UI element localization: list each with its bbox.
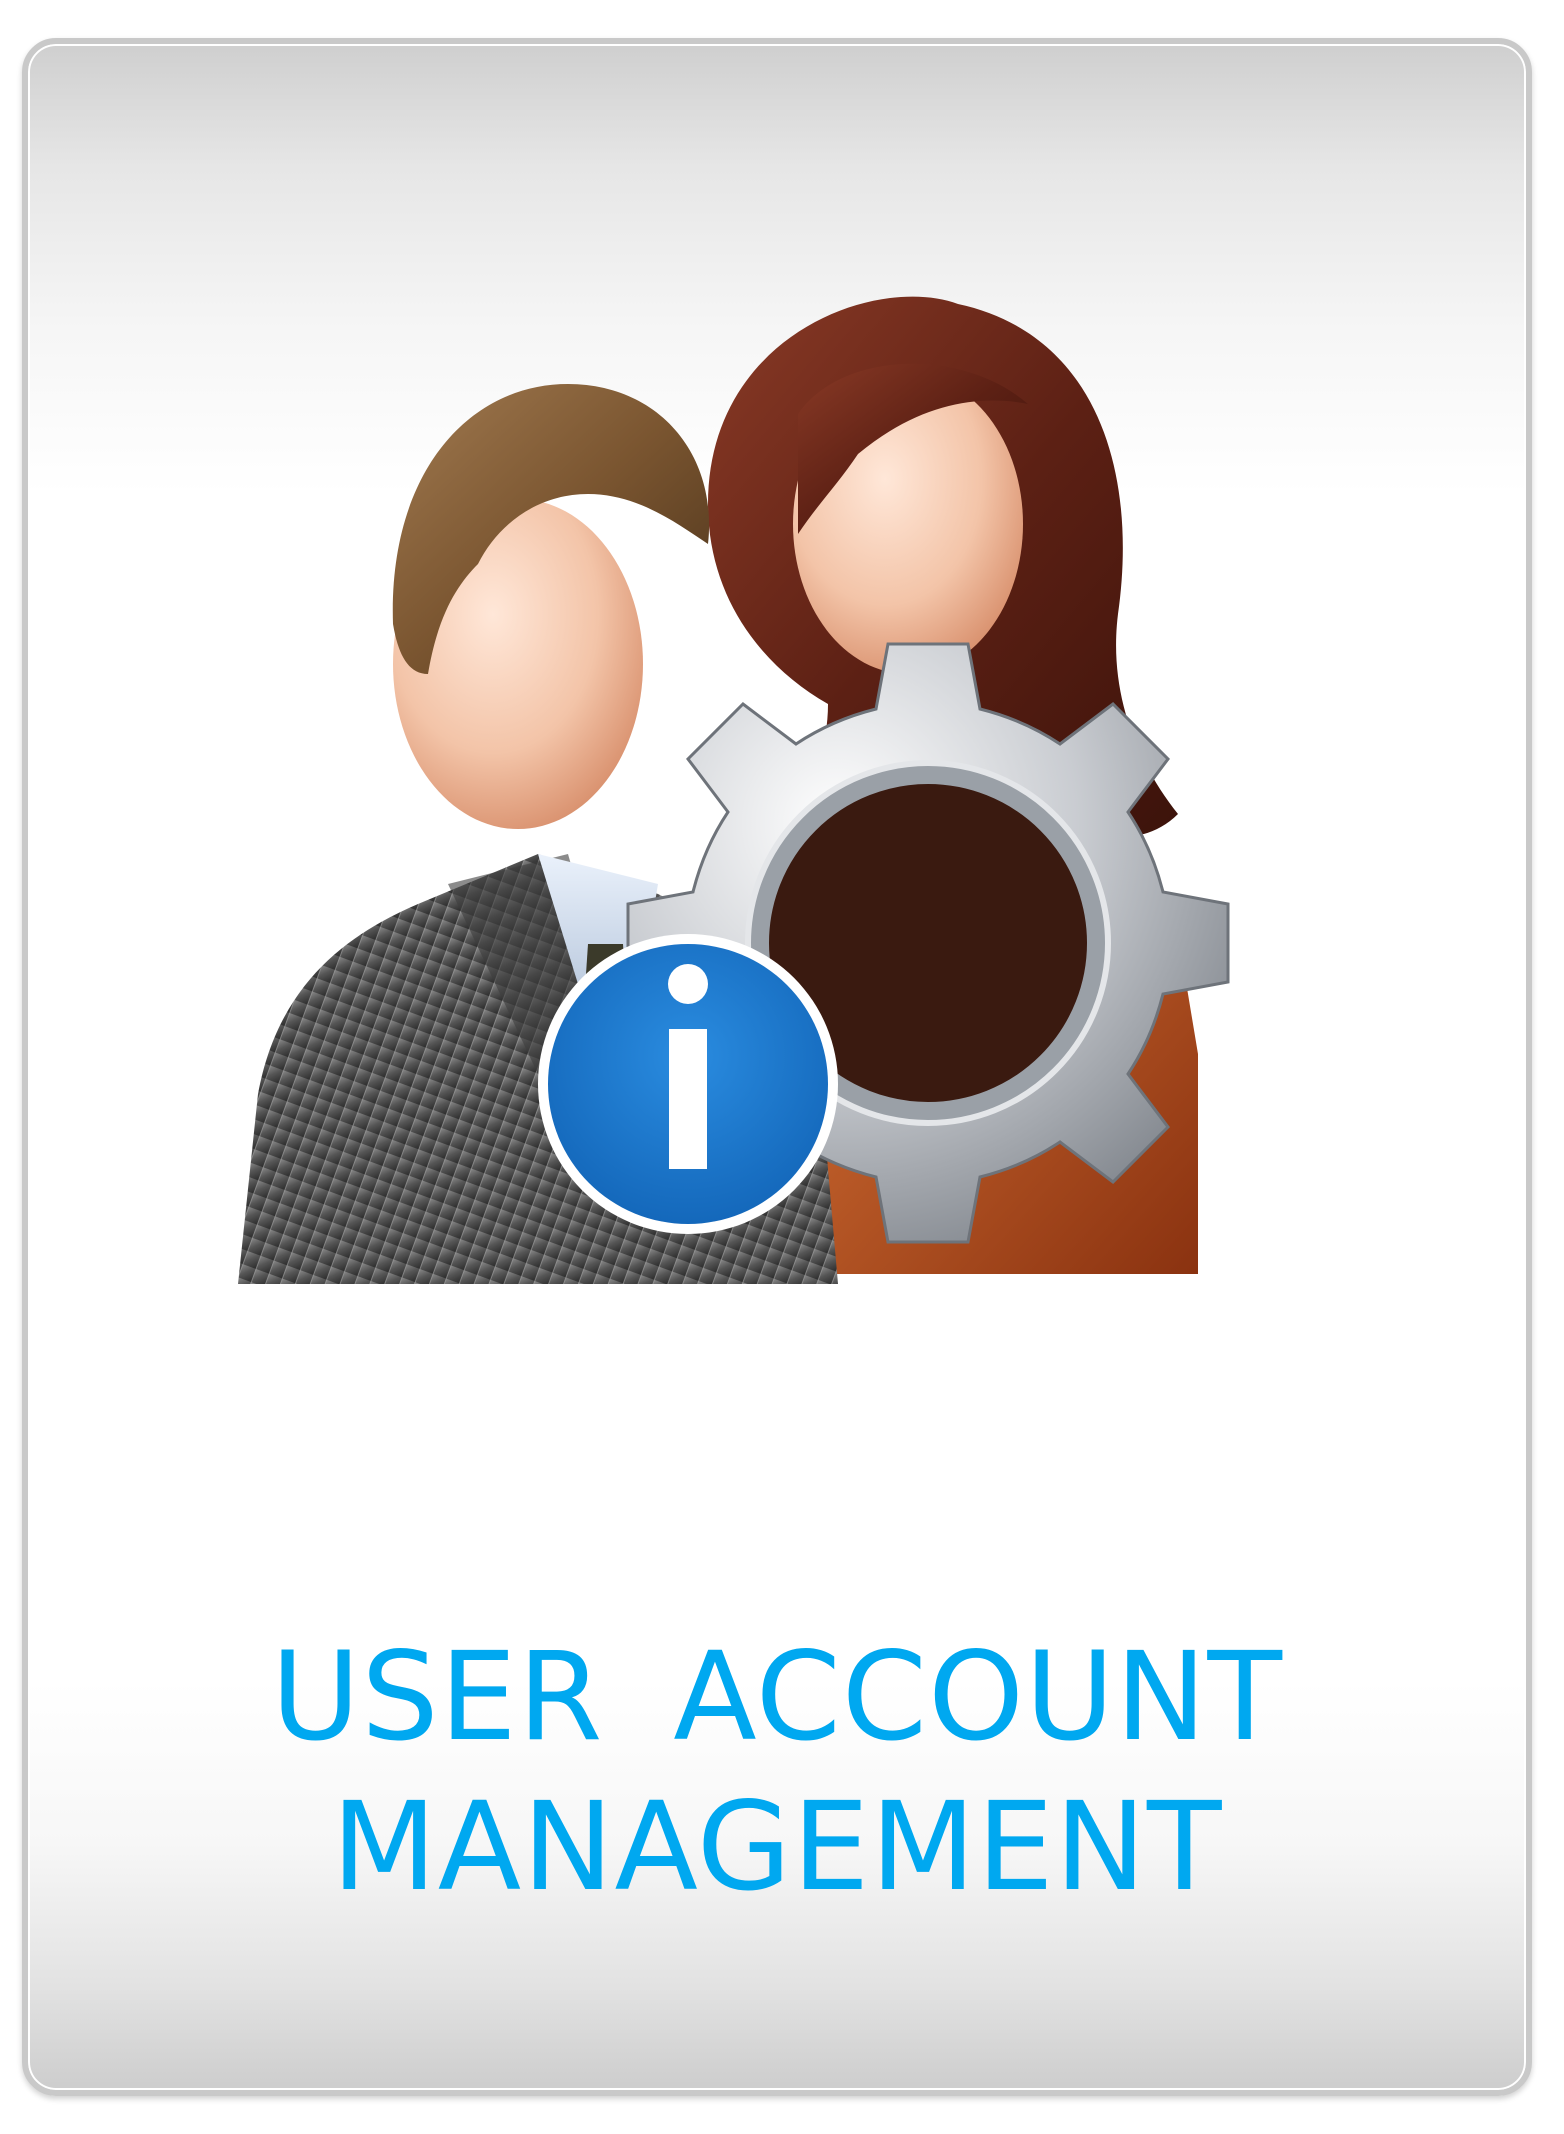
tile-title-line-2: MANAGEMENT bbox=[331, 1776, 1223, 1918]
user-account-management-tile[interactable]: USER ACCOUNT MANAGEMENT bbox=[22, 38, 1532, 2096]
user-account-management-icon bbox=[238, 294, 1378, 1384]
tile-title-line-1: USER ACCOUNT bbox=[270, 1626, 1284, 1768]
info-icon bbox=[538, 934, 838, 1234]
